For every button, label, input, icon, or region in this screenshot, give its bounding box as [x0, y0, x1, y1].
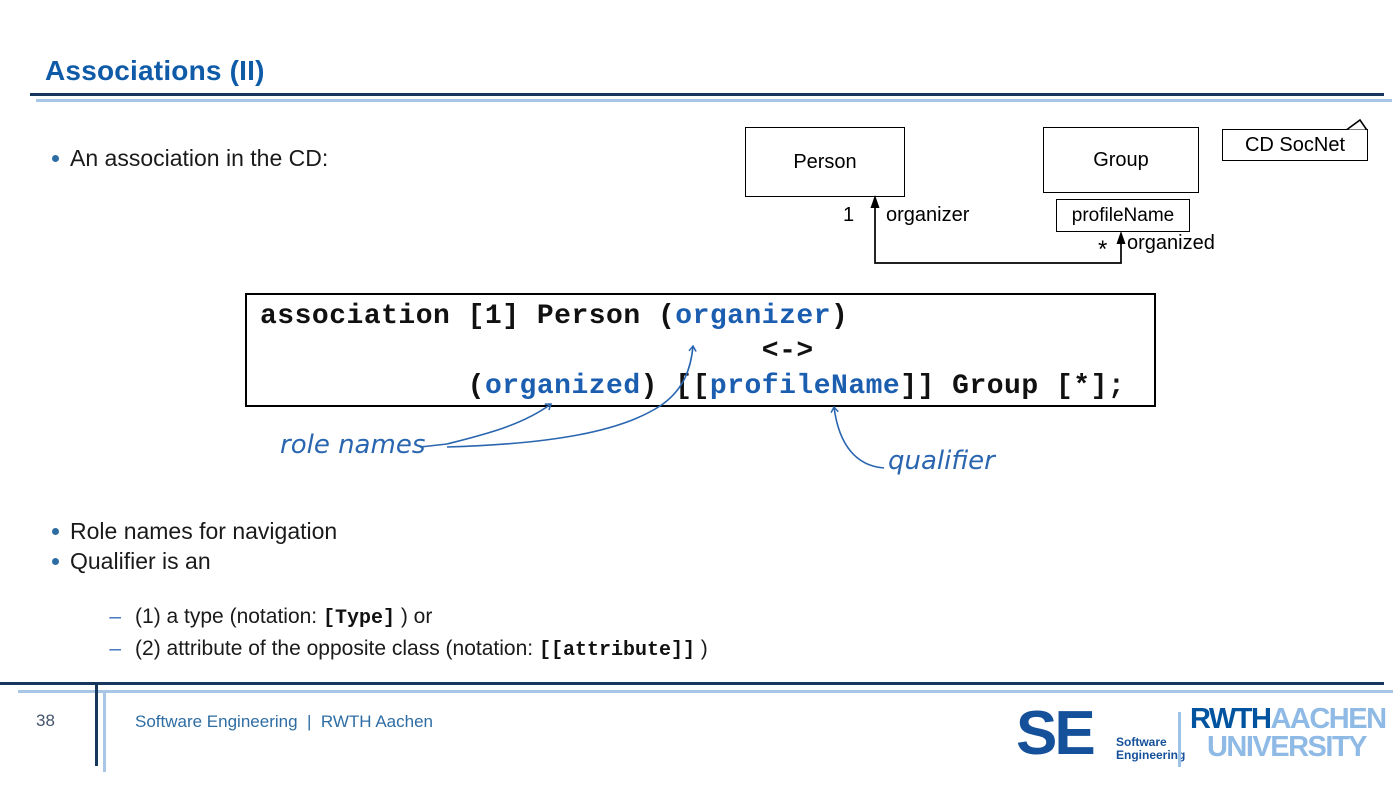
uml-qualifier-box: profileName	[1056, 199, 1190, 232]
annotation-arrow-to-qualifier	[834, 407, 885, 469]
uml-class-group-name: Group	[1093, 148, 1149, 171]
bullet-dot	[52, 558, 59, 565]
uml-qualifier-attribute: profileName	[1071, 204, 1175, 226]
annotation-qualifier: qualifier	[888, 446, 995, 476]
sub-bullet-text-post: ) or	[394, 605, 433, 628]
uml-role-organizer: organizer	[886, 204, 970, 226]
se-logo-caption-line1: Software	[1116, 735, 1167, 749]
sub-bullet-text-post: )	[694, 637, 708, 660]
uml-role-organized: organized	[1127, 232, 1215, 254]
sub-bullet-dash: –	[109, 637, 122, 660]
uml-class-person: Person	[745, 127, 905, 197]
bullet-role-names: Role names for navigation	[70, 518, 338, 544]
rwth-logo-line1: RWTHAACHEN	[1190, 703, 1387, 735]
code-line: association [1] Person (organizer)	[260, 301, 849, 332]
code-line: <->	[260, 336, 814, 367]
footer-caption: Software Engineering | RWTH Aachen	[135, 712, 433, 731]
association-code: association [1] Person (organizer) <-> (…	[247, 295, 1154, 404]
title-rule-dark	[30, 93, 1384, 96]
page-number: 38	[36, 711, 55, 730]
uml-multiplicity-one: 1	[843, 204, 855, 226]
rwth-logo-word-rwth: RWTH	[1190, 703, 1272, 735]
footer-divider-light	[103, 690, 106, 772]
page-title: Associations (II)	[45, 55, 265, 86]
footer-rule-dark	[0, 682, 1384, 685]
sub-bullet-dash: –	[109, 605, 122, 628]
sub-bullet-attribute: –(2) attribute of the opposite class (no…	[86, 613, 708, 686]
se-logo-caption-line2: Engineering	[1116, 748, 1186, 762]
rwth-logo-word-aachen: AACHEN	[1270, 703, 1387, 735]
sub-bullet-notation-code: [Type]	[322, 607, 395, 630]
se-logo-caption: Software Engineering	[1116, 736, 1185, 762]
footer-rule-light	[18, 690, 1393, 693]
footer-divider-dark	[95, 682, 98, 766]
uml-class-group: Group	[1043, 127, 1199, 193]
intro-bullet-text: An association in the CD:	[70, 145, 329, 171]
uml-arrowhead-to-qualifier	[1116, 231, 1126, 244]
bullet-dot	[52, 155, 59, 162]
sub-bullet-type: –(1) a type (notation: [Type] ) or	[86, 581, 432, 654]
bullet-qualifier: Qualifier is an	[70, 548, 211, 574]
diagram-name-note: CD SocNet	[1222, 129, 1368, 161]
uml-multiplicity-star: *	[1098, 236, 1108, 263]
sub-bullet-text-pre: (1) a type (notation:	[135, 605, 323, 628]
sub-bullet-text-pre: (2) attribute of the opposite class (not…	[135, 637, 539, 660]
logo-divider-line	[1178, 712, 1181, 767]
title-rule-light	[36, 99, 1392, 102]
annotation-role-names: role names	[280, 430, 426, 460]
annotation-arrow-to-organized	[446, 404, 551, 445]
bullet-dot	[52, 528, 59, 535]
sub-bullet-notation-code: [[attribute]]	[538, 639, 695, 662]
diagram-name-label: CD SocNet	[1244, 133, 1346, 156]
se-logo: SE	[1016, 699, 1096, 768]
association-code-box: association [1] Person (organizer) <-> (…	[245, 293, 1156, 407]
code-line: (organized) [[profileName]] Group [*];	[260, 371, 1126, 402]
rwth-logo: RWTHAACHEN UNIVERSITY	[1190, 703, 1387, 763]
rwth-logo-word-university: UNIVERSITY	[1206, 731, 1368, 763]
uml-class-person-name: Person	[793, 150, 857, 173]
